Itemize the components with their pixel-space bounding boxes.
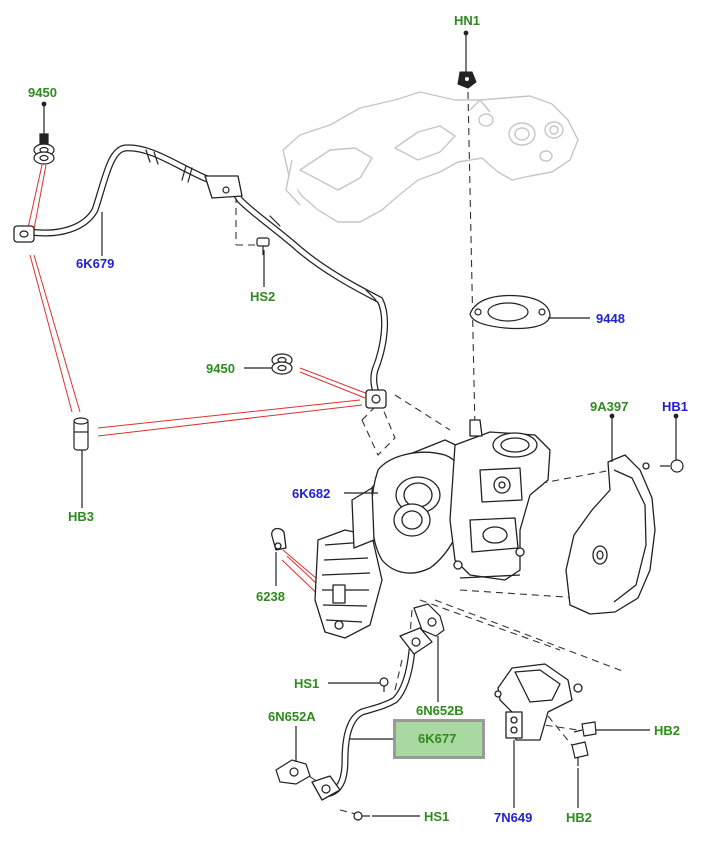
- label-leader-lines: [41, 30, 679, 817]
- support-bracket: [494, 663, 583, 741]
- sealing-washer-mid: [271, 353, 293, 375]
- label-hb2-top[interactable]: HB2: [654, 723, 681, 738]
- turbo-gasket: [469, 294, 551, 330]
- bolt-hs2: [256, 237, 270, 255]
- label-6k677[interactable]: 6K677: [418, 731, 457, 746]
- red-leader-lines: [27, 164, 369, 605]
- gasket-6n652a: [275, 759, 311, 785]
- oil-feed-pipe: [13, 144, 388, 409]
- highlight-fill: [396, 722, 482, 756]
- sealing-washer-top: [33, 133, 55, 165]
- label-9448[interactable]: 9448: [596, 311, 625, 326]
- label-6k682[interactable]: 6K682: [292, 486, 331, 501]
- label-9450-top[interactable]: 9450: [28, 85, 57, 100]
- bolt-hb2-bottom: [571, 741, 589, 766]
- bolt-hs1-bottom: [353, 811, 370, 821]
- label-hs2[interactable]: HS2: [250, 289, 276, 304]
- gasket-6n652b: [413, 603, 445, 637]
- oil-drain-pipe: [311, 627, 433, 801]
- bolt-hb2-top: [573, 721, 597, 737]
- label-hb2-bottom[interactable]: HB2: [566, 810, 593, 825]
- label-6k679[interactable]: 6K679: [76, 256, 115, 271]
- label-6n652b[interactable]: 6N652B: [416, 703, 464, 718]
- label-9450-mid[interactable]: 9450: [206, 361, 235, 376]
- label-hs1-bottom[interactable]: HS1: [424, 809, 450, 824]
- heat-shield: [565, 454, 656, 615]
- turbocharger: [271, 419, 551, 639]
- bolt-hb1: [660, 459, 684, 473]
- label-hb3[interactable]: HB3: [68, 509, 95, 524]
- label-6n652a[interactable]: 6N652A: [268, 709, 316, 724]
- bolt-hs1-top: [379, 677, 389, 692]
- label-hn1[interactable]: HN1: [454, 13, 481, 28]
- label-hb1[interactable]: HB1: [662, 399, 689, 414]
- hollow-bolt-hb3: [73, 417, 89, 451]
- highlight-box-6k677: [393, 719, 485, 759]
- label-7n649[interactable]: 7N649: [494, 810, 533, 825]
- label-9a397[interactable]: 9A397: [590, 399, 629, 414]
- label-6238[interactable]: 6238: [256, 589, 285, 604]
- label-hs1-top[interactable]: HS1: [294, 676, 320, 691]
- nut-hn1: [457, 71, 477, 89]
- exhaust-manifold: [282, 91, 579, 223]
